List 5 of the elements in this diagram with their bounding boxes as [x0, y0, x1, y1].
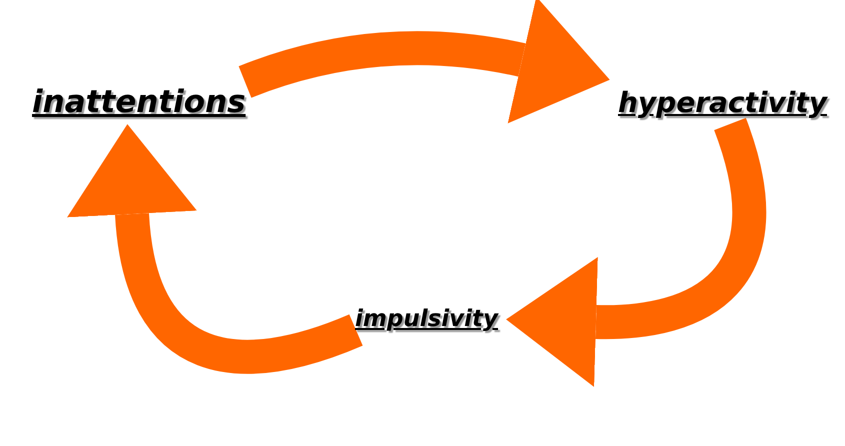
curved-arrow — [239, 0, 610, 124]
term-label: hyperactivity — [618, 86, 827, 119]
term-label: inattentions — [32, 84, 246, 120]
term-label: impulsivity — [355, 306, 498, 332]
curved-arrow — [67, 124, 362, 374]
